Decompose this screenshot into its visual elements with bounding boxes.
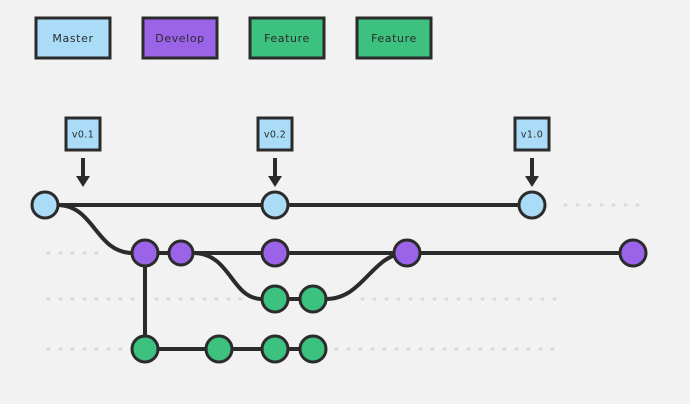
develop-commit-1[interactable] <box>130 238 160 268</box>
develop-commit-5[interactable] <box>618 238 648 268</box>
legend-label: Feature <box>264 32 310 45</box>
develop-commit-3[interactable] <box>260 238 290 268</box>
master-commit-1[interactable] <box>30 190 60 220</box>
version-tag-box <box>64 116 102 152</box>
legend-item-feature-2[interactable]: Feature <box>248 16 326 60</box>
version-tag-label: v0.1 <box>72 130 94 141</box>
arrow-down-icon <box>76 176 90 187</box>
version-tag-box <box>256 116 294 152</box>
legend-label: Develop <box>155 32 204 45</box>
version-tag-v0-2[interactable]: v0.2 <box>256 116 294 187</box>
master-commit-2[interactable] <box>260 190 290 220</box>
legend-swatch <box>248 16 326 60</box>
feature-upper-commit-2[interactable] <box>298 284 328 314</box>
develop-to-feature-branch <box>191 251 264 301</box>
feature-lower-commit-4[interactable] <box>298 334 328 364</box>
legend-label: Master <box>52 32 93 45</box>
develop-commit-2[interactable] <box>167 239 195 267</box>
legend-swatch <box>34 16 112 60</box>
legend-item-master-0[interactable]: Master <box>34 16 112 60</box>
arrow-down-icon <box>525 176 539 187</box>
legend-label: Feature <box>371 32 417 45</box>
version-tag-v0-1[interactable]: v0.1 <box>64 116 102 187</box>
feature-lower-commit-3[interactable] <box>260 334 290 364</box>
feature-upper-commit-1[interactable] <box>260 284 290 314</box>
develop-commit-4[interactable] <box>392 238 422 268</box>
version-tag-label: v1.0 <box>521 130 543 141</box>
legend-item-feature-3[interactable]: Feature <box>355 16 433 60</box>
commit-nodes-layer <box>30 190 648 364</box>
master-to-develop-branch <box>55 203 135 255</box>
version-tag-v1-0[interactable]: v1.0 <box>513 116 551 187</box>
legend-swatch <box>141 16 219 60</box>
feature-lower-commit-2[interactable] <box>204 334 234 364</box>
legend-item-develop-1[interactable]: Develop <box>141 16 219 60</box>
arrow-down-icon <box>268 176 282 187</box>
feature-lower-commit-1[interactable] <box>130 334 160 364</box>
version-tag-box <box>513 116 551 152</box>
version-tags-layer: v0.1 v0.2 v1.0 <box>64 116 551 187</box>
legend-swatch <box>355 16 433 60</box>
master-commit-3[interactable] <box>517 190 547 220</box>
legend-layer: Master Develop Feature Feature <box>34 16 433 60</box>
version-tag-label: v0.2 <box>264 130 286 141</box>
